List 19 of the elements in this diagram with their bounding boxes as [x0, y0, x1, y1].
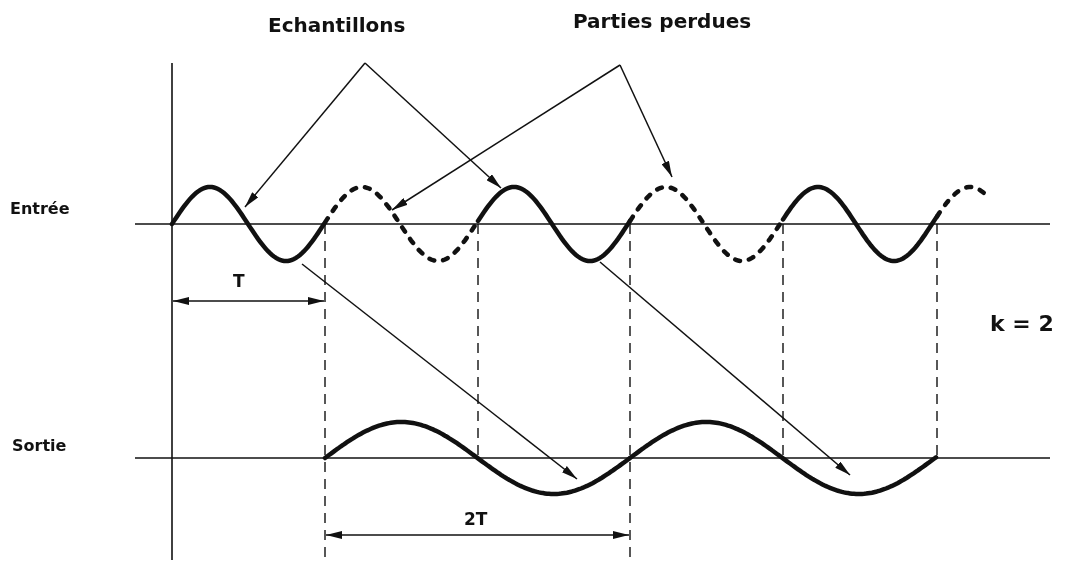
arrow	[301, 263, 578, 480]
leader-arrow	[364, 62, 502, 189]
waveform-segment	[627, 419, 939, 497]
arrow	[599, 261, 851, 476]
annotation-text: Echantillons	[268, 14, 406, 36]
waveform-segment	[627, 184, 785, 264]
annotation-text: Parties perdues	[573, 10, 752, 32]
dimension-label: T	[233, 272, 245, 291]
leader-arrow	[244, 62, 366, 208]
dimension-label: k = 2	[990, 312, 1054, 337]
waveform-segment	[475, 184, 633, 264]
waveform-segment	[169, 184, 327, 264]
leader-arrow	[619, 64, 673, 178]
dimension-label: 2T	[464, 510, 488, 529]
leader-arrow	[391, 64, 621, 211]
waveform-segment	[322, 184, 480, 264]
waveform-segment	[322, 419, 632, 497]
signal-label: Sortie	[12, 437, 67, 455]
signal-label: Entrée	[10, 200, 70, 218]
